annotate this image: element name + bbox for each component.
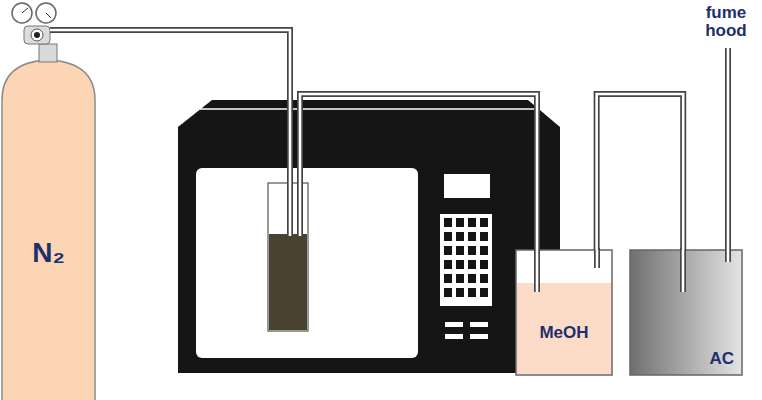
reaction-mixture xyxy=(269,234,307,330)
gas-cylinder-node: N₂ xyxy=(2,100,95,400)
keypad-key xyxy=(444,288,452,297)
keypad-key xyxy=(444,218,452,227)
keypad-key xyxy=(480,246,488,255)
regulator-valve xyxy=(31,29,43,41)
outlet-label: fume hood xyxy=(698,4,754,40)
exhaust-tube xyxy=(725,48,731,262)
keypad-key xyxy=(444,232,452,241)
gas-tube-bore xyxy=(682,248,685,292)
methanol-trap-node: MeOH xyxy=(516,250,612,375)
keypad-key xyxy=(456,288,464,297)
keypad-key xyxy=(468,232,476,241)
keypad-key xyxy=(456,218,464,227)
methanol-trap xyxy=(516,250,612,375)
keypad-key xyxy=(456,232,464,241)
cylinder-neck xyxy=(39,44,57,62)
keypad-key xyxy=(456,260,464,269)
tube-bore xyxy=(597,94,684,250)
gas-tube xyxy=(300,94,537,292)
regulator-body xyxy=(24,26,50,44)
regulator-knob xyxy=(34,32,40,38)
microwave-button xyxy=(445,334,463,339)
keypad-key xyxy=(480,288,488,297)
gas-cylinder xyxy=(2,60,95,400)
keypad-key xyxy=(468,274,476,283)
microwave-edge xyxy=(200,108,540,110)
microwave-keypad xyxy=(440,214,492,306)
microwave-window xyxy=(196,168,418,358)
gauge-needle xyxy=(46,13,51,18)
gas-tube-connector xyxy=(597,94,684,250)
gas-tube xyxy=(594,248,600,268)
keypad-key xyxy=(468,246,476,255)
gas-tube-bore xyxy=(300,94,537,292)
keypad-key xyxy=(480,218,488,227)
keypad-key xyxy=(444,246,452,255)
activated-carbon-node: AC xyxy=(630,250,742,375)
node-label: N₂ xyxy=(32,238,65,269)
keypad-key xyxy=(480,260,488,269)
keypad-key xyxy=(444,274,452,283)
keypad-key xyxy=(456,274,464,283)
gas-tube-bore xyxy=(596,248,599,268)
microwave-top xyxy=(178,100,560,127)
methanol-liquid xyxy=(517,283,611,374)
microwave-display xyxy=(444,174,490,198)
microwave-button xyxy=(470,334,488,339)
node-label: MeOH xyxy=(539,324,588,343)
keypad-key xyxy=(468,260,476,269)
pressure-gauge xyxy=(12,3,32,23)
pressure-gauge xyxy=(36,3,56,23)
gas-tube xyxy=(680,248,686,292)
keypad-key xyxy=(468,288,476,297)
node-label: AC xyxy=(709,350,734,369)
microwave-button xyxy=(445,322,463,327)
keypad-key xyxy=(480,274,488,283)
exhaust-tube-bore xyxy=(727,48,730,262)
keypad-key xyxy=(480,232,488,241)
gas-tube xyxy=(50,30,290,236)
keypad-key xyxy=(444,260,452,269)
gas-tube-bore xyxy=(50,30,290,236)
keypad-buttons xyxy=(444,218,488,297)
keypad-key xyxy=(456,246,464,255)
microwave-body xyxy=(178,127,560,373)
tube-wall xyxy=(597,94,684,250)
gauge-needle xyxy=(22,8,28,13)
keypad-key xyxy=(468,218,476,227)
microwave-button xyxy=(470,322,488,327)
